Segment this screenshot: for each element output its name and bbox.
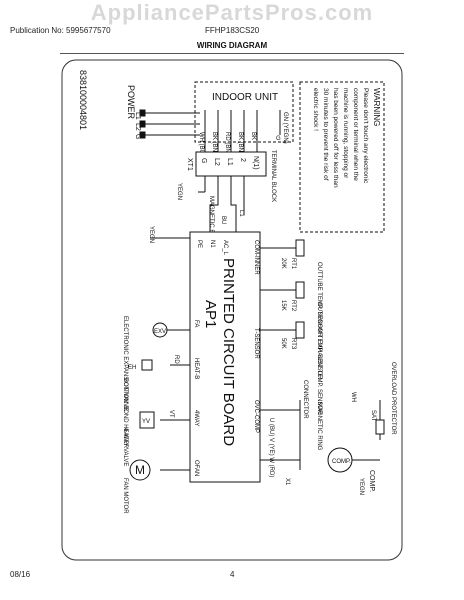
sensor-id: RT1 — [290, 258, 296, 270]
divider — [60, 53, 404, 54]
pin-ac-l: AC_L — [222, 240, 228, 256]
sensor-res: 20K — [280, 258, 286, 269]
wire-label: BK (BN) — [211, 132, 217, 154]
overload-label: OVERLOAD PROTECTOR — [390, 362, 396, 435]
uvw-label: U (BU) V (YE) W (RD) — [268, 418, 274, 477]
terminal-labels: G L2 L1 2 N(1) — [200, 156, 259, 170]
gn-yegn-label: GN (YEGN) — [282, 112, 288, 144]
comp-icon-label: COMP. — [332, 459, 351, 465]
wire-color-labels: WH (BU) BK (BN) RD (BN) BK (BN) BK — [198, 132, 256, 156]
model-number: FFHP183CS20 — [205, 26, 260, 35]
sensor-labels: RT1 20K OUTTUBE TEMP. SENSOR RT2 15K OUT… — [280, 258, 322, 415]
sat-label: SAT — [370, 410, 376, 422]
l1-label: L1 — [238, 210, 244, 217]
wire-label: RD (BN) — [224, 132, 230, 155]
warning-text: Please don't touch any electronic compon… — [312, 88, 369, 188]
eh-label: BOTTOM BOND HEATER — [122, 378, 128, 449]
pin-ovc-comp: OVC-COMP — [253, 400, 259, 433]
publication-number: Publication No: 5995677570 — [10, 26, 111, 35]
fan-motor-icon: M — [135, 463, 145, 477]
warning-line: Please don't touch any electronic — [362, 88, 369, 184]
footer-date: 08/16 — [10, 570, 31, 579]
ground-symbol-top: G — [276, 136, 281, 142]
board-pins: PE N1 AC_L COM-INNER T-SENSOR FA HEAT-B … — [193, 240, 259, 476]
pin-t-sensor: T-SENSOR — [253, 328, 259, 359]
indoor-unit-label: INDOOR UNIT — [212, 92, 278, 103]
wh-label: WH — [350, 392, 356, 402]
yegn-label-3: YEGN — [358, 478, 364, 495]
sensor-label: EXHAUST TEMP. SENSOR — [316, 340, 322, 415]
power-pin-l2: L2 — [134, 123, 141, 131]
power-pin-l1: L1 — [134, 112, 141, 120]
yv-icon-label: YV — [142, 419, 150, 425]
pin-4way: 4WAY — [193, 410, 199, 426]
compressor-wiring — [260, 400, 385, 473]
pin-pe: PE — [196, 240, 202, 248]
sensor-label: OUTTUBE TEMP. SENSOR — [316, 262, 322, 337]
yv-label: 4-WAY VALVE — [122, 428, 128, 466]
wire-label: WH (BU) — [198, 132, 204, 156]
ap1-label: AP1 — [202, 300, 219, 328]
wire-label: BK (BN) — [237, 132, 243, 154]
bu-label: BU — [220, 216, 226, 224]
warning-box — [299, 81, 385, 233]
terminal-n1: N(1) — [252, 156, 259, 170]
pcb-board — [189, 231, 261, 483]
exv-icon-label: EXV — [154, 329, 166, 335]
left-components — [129, 322, 190, 481]
exv-label: ELECTRONIC EXPANSION VALVE — [122, 316, 128, 411]
pin-com-inner: COM-INNER — [253, 240, 259, 275]
comp-label: COMP. — [368, 470, 375, 492]
power-label: POWER — [126, 85, 136, 120]
part-number: 838100004801 — [78, 70, 88, 130]
rd-label-1: RD — [173, 355, 179, 364]
pin-n1: N1 — [209, 240, 215, 248]
magnetic-ring-label: MAGNETIC RING — [208, 196, 214, 245]
terminal-l2: L2 — [213, 158, 220, 166]
vt-label-1: VT — [168, 410, 174, 418]
page-title: WIRING DIAGRAM — [196, 41, 268, 50]
footer-page: 4 — [230, 570, 235, 579]
warning-title: WARNING — [372, 88, 381, 126]
warning-line: component or terminal when the — [352, 88, 359, 181]
warning-line: electric shock ! — [312, 88, 319, 131]
watermark: AppliancePartsPros.com — [90, 0, 374, 25]
warning-line: has been powered off for less than — [332, 88, 339, 188]
sensor-res: 50K — [280, 338, 286, 349]
terminal-block-label: TERMINAL BLOCK — [270, 150, 276, 202]
diagram-frame — [61, 59, 403, 561]
terminal-g: G — [200, 158, 207, 163]
magnetic-ring-2-label: MAGNETIC RING — [316, 402, 322, 451]
supply-wires — [198, 176, 245, 235]
pin-ofan: OFAN — [193, 460, 199, 476]
xt1-label: XT1 — [186, 158, 193, 171]
eh-icon-label: EH — [128, 365, 136, 371]
fan-motor-label: FAN MOTOR — [122, 478, 128, 514]
power-leads — [139, 109, 200, 139]
yegn-label-2: YEGN — [148, 226, 154, 243]
terminal-l1: L1 — [226, 158, 233, 166]
warning-line: 30 minutes to prevent the risk of — [322, 88, 329, 181]
sensor-res: 15K — [280, 300, 286, 311]
yegn-label-1: YEGN — [176, 183, 182, 200]
power-pin-g: G — [134, 134, 141, 139]
sensor-label: OUTROOM TEMP. SENSOR — [316, 302, 322, 380]
x1-label: X1 — [284, 478, 290, 486]
sensor-wiring — [260, 239, 305, 339]
pin-heat-b: HEAT-B — [193, 358, 199, 379]
connector-label: CONNECTOR — [302, 380, 308, 419]
power-pins: L1 L2 G — [134, 112, 141, 139]
sensor-id: RT2 — [290, 300, 296, 312]
board-label: PRINTED CIRCUIT BOARD — [220, 258, 237, 446]
warning-line: machine is running, stopping or — [342, 88, 349, 179]
wire-label: BK — [250, 132, 256, 140]
terminal-block — [195, 151, 267, 177]
terminal-2: 2 — [239, 158, 246, 162]
pin-fa: FA — [193, 320, 199, 327]
sensor-id: RT3 — [290, 338, 296, 350]
